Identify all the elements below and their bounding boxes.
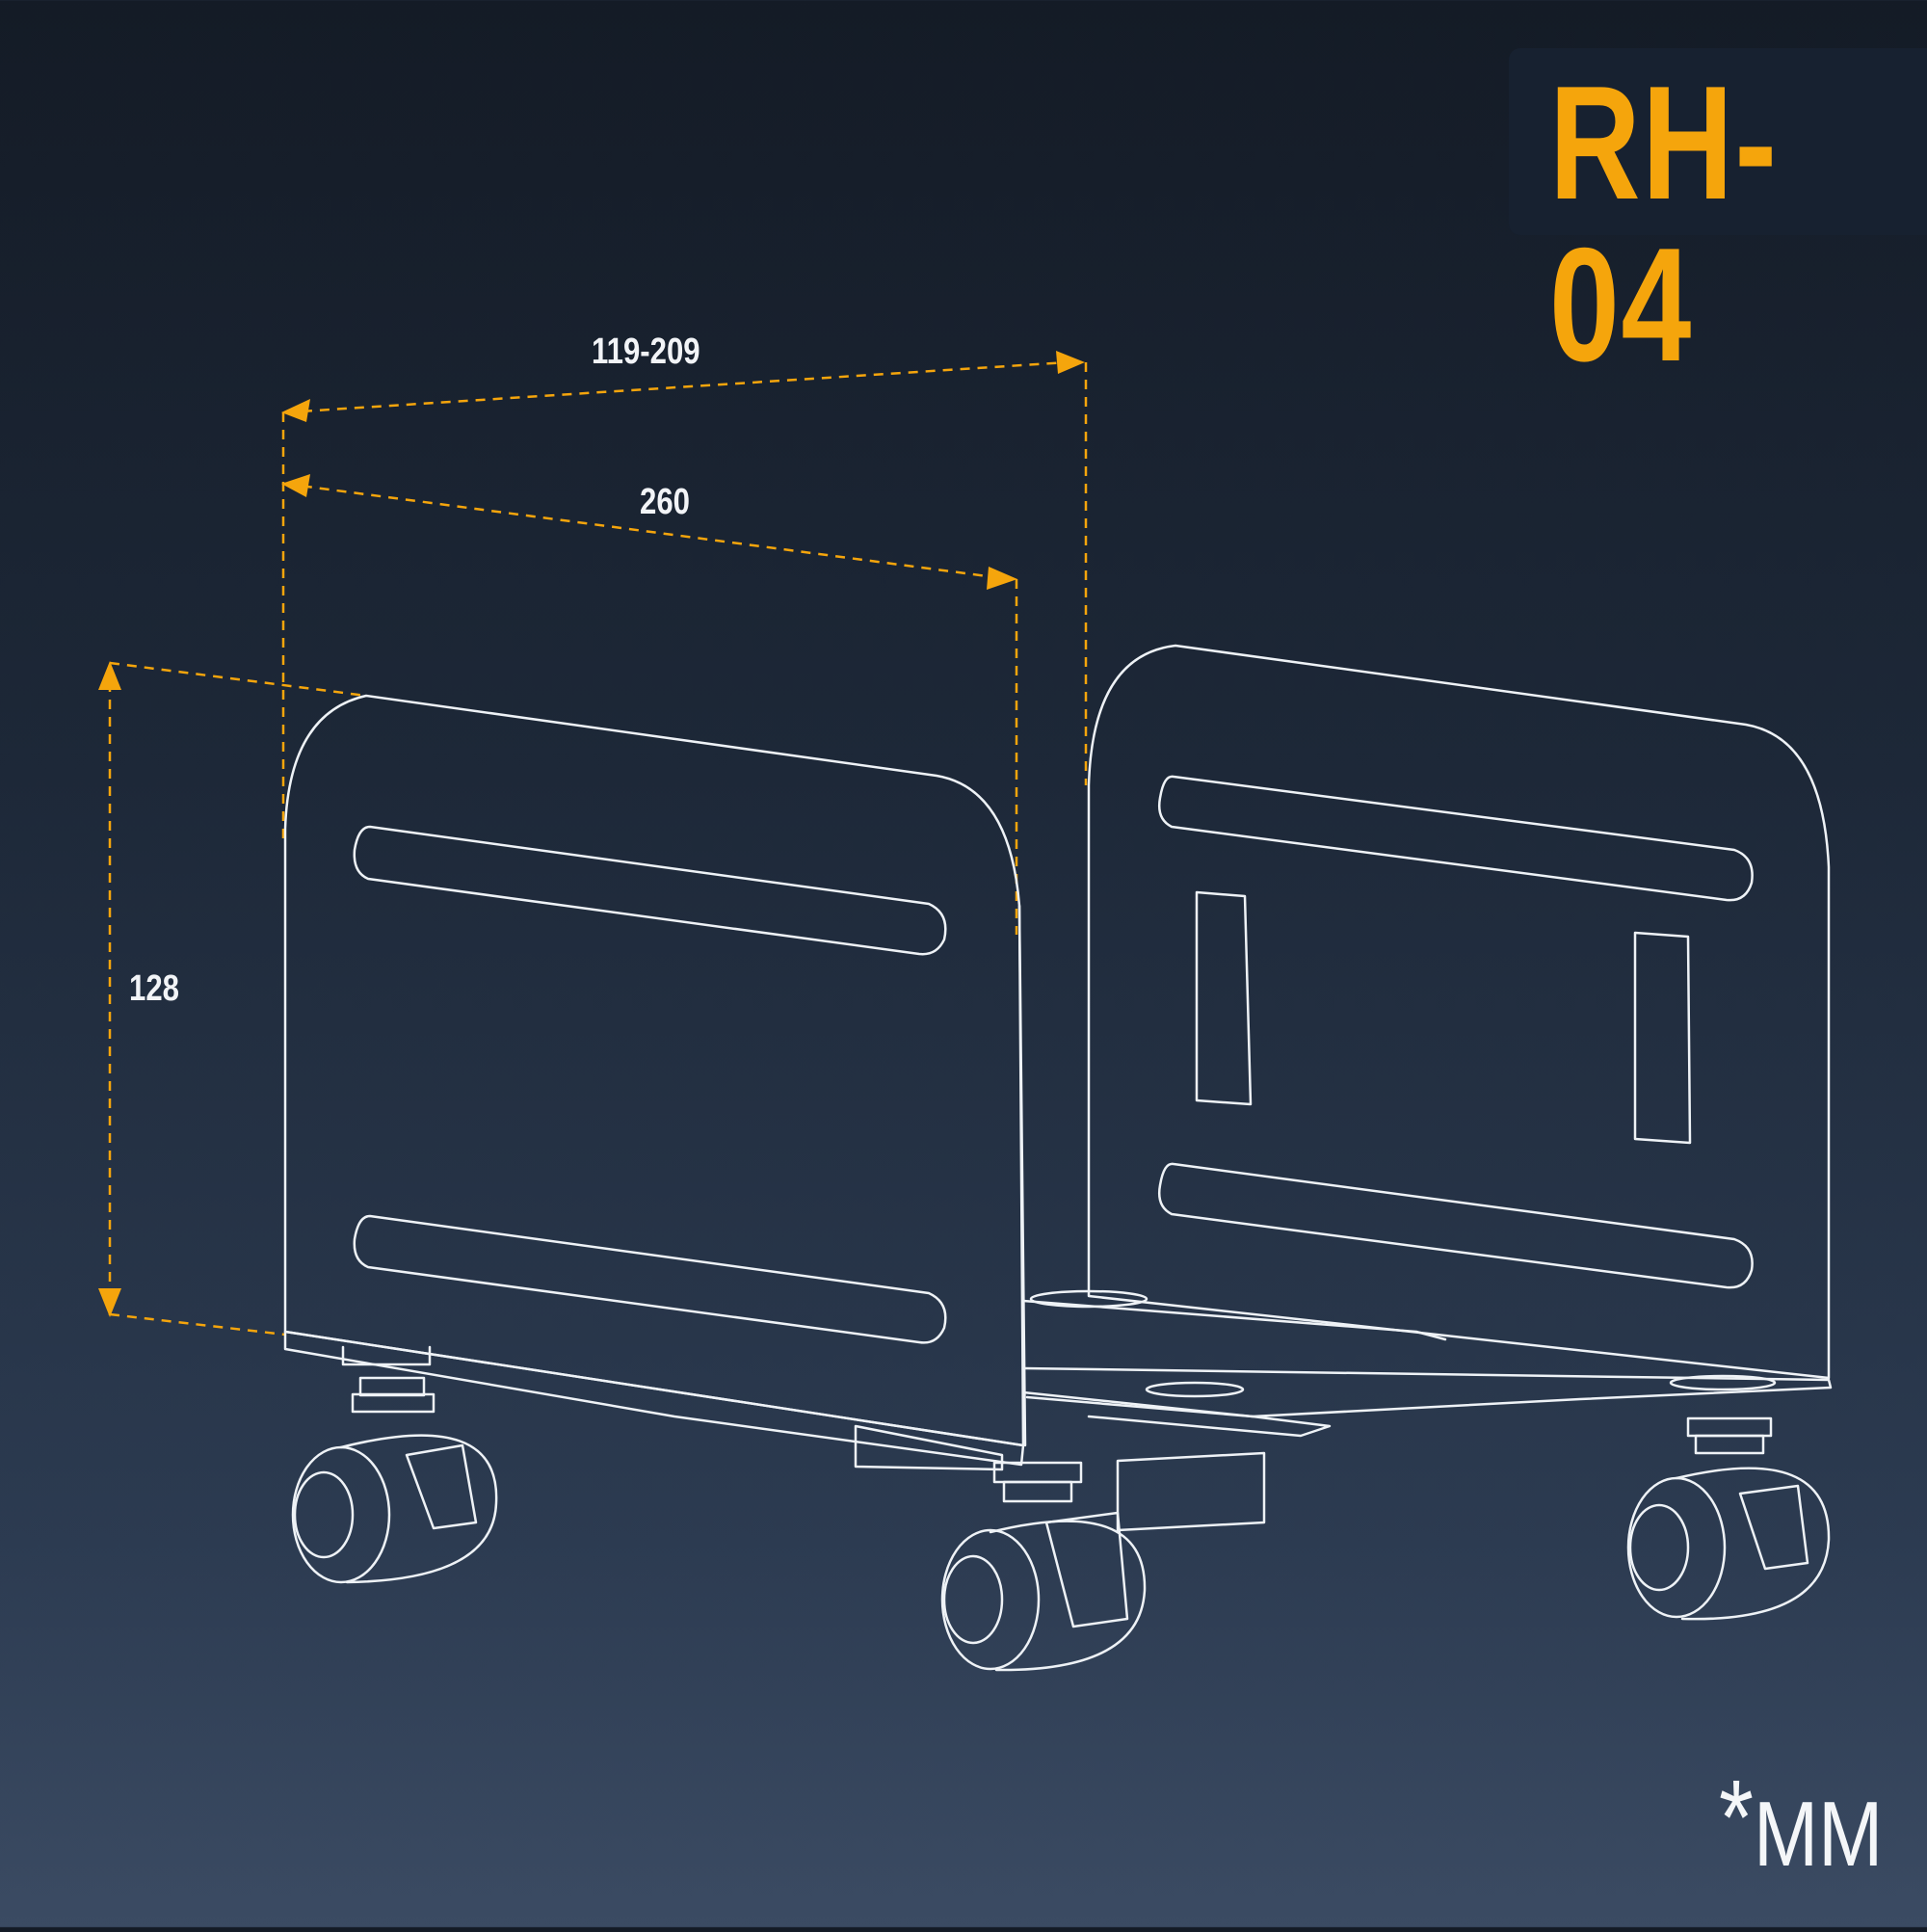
left-side-panel xyxy=(283,694,1027,1447)
right-upper-slot xyxy=(1158,775,1754,902)
right-pad-right xyxy=(1633,931,1692,1145)
right-side-panel xyxy=(1087,644,1831,1380)
caster-rear-right xyxy=(1626,1416,1831,1621)
dimension-width-label: 119-209 xyxy=(592,331,700,372)
dimension-width-line xyxy=(281,351,1088,838)
left-lower-slot xyxy=(353,1214,947,1344)
left-upper-slot xyxy=(353,825,947,956)
right-pad-left xyxy=(1195,890,1253,1106)
caster-front-left xyxy=(291,1345,498,1584)
base-plates xyxy=(283,1289,1833,1467)
dimension-length-label: 260 xyxy=(640,482,690,522)
right-lower-slot xyxy=(1158,1162,1754,1289)
dimension-height-line xyxy=(98,661,367,1337)
unit-note: *MM xyxy=(1719,1759,1884,1891)
dimension-height-label: 128 xyxy=(129,968,179,1009)
model-badge xyxy=(1509,48,1927,235)
unit-note-symbol: * xyxy=(1719,1759,1754,1877)
unit-note-unit: MM xyxy=(1753,1783,1884,1886)
model-code: RH-04 xyxy=(1549,52,1779,395)
caster-front-middle xyxy=(854,1424,1266,1672)
